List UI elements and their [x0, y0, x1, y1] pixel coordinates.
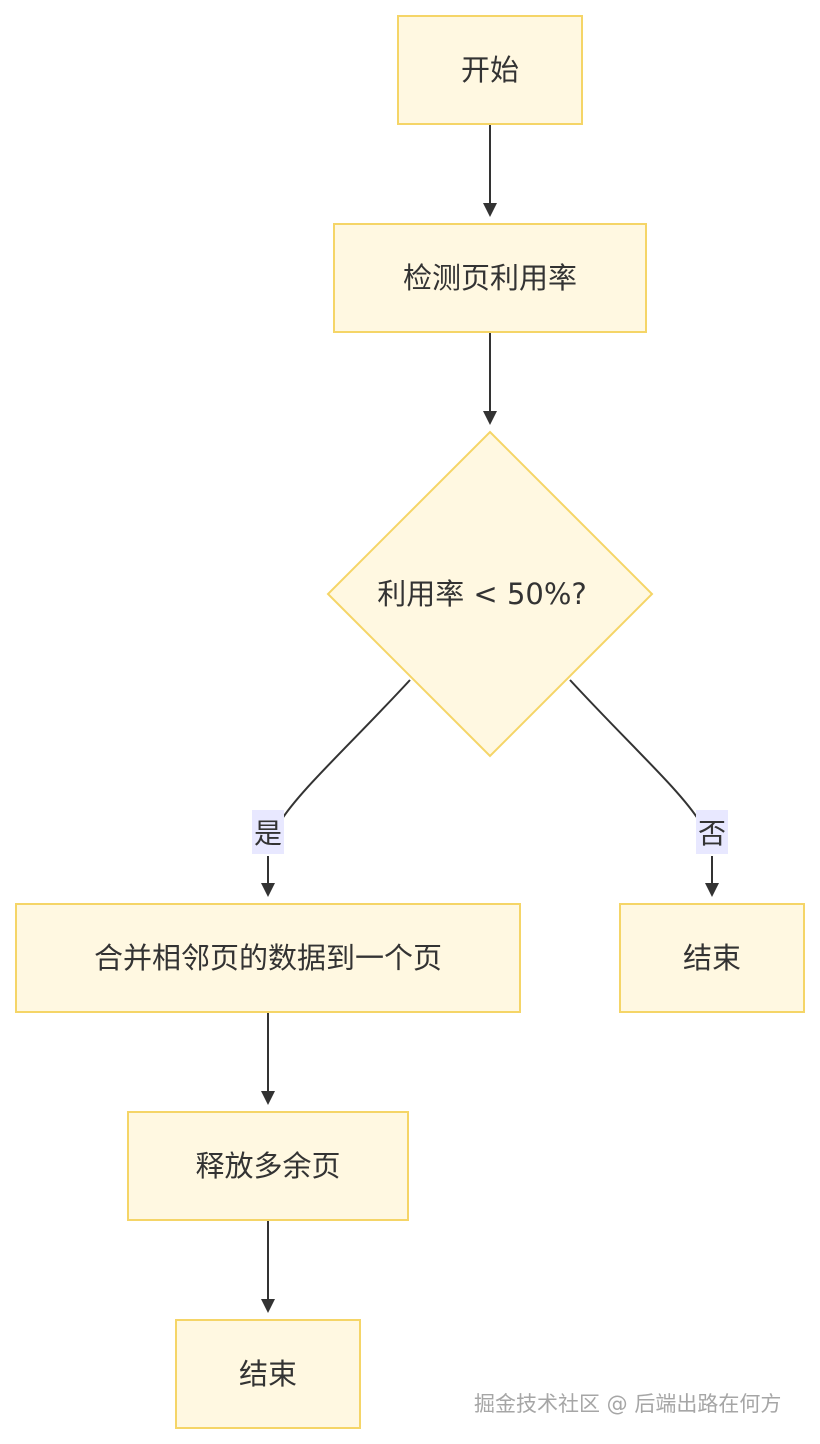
node-decision-utilization: 利用率 < 50%?	[326, 430, 654, 758]
svg-text:检测页利用率: 检测页利用率	[403, 261, 577, 295]
node-check-utilization: 检测页利用率	[333, 223, 647, 333]
edge-decision-no	[569, 679, 701, 823]
edge-label-yes: 是	[252, 810, 284, 854]
svg-text:合并相邻页的数据到一个页: 合并相邻页的数据到一个页	[94, 941, 442, 975]
svg-text:否: 否	[698, 817, 726, 850]
svg-text:是: 是	[254, 817, 282, 850]
node-merge-pages: 合并相邻页的数据到一个页	[15, 903, 521, 1013]
svg-text:结束: 结束	[683, 941, 741, 975]
node-start: 开始	[397, 15, 583, 125]
watermark-text: 掘金技术社区 @ 后端出路在何方	[474, 1392, 782, 1416]
edge-decision-yes	[279, 679, 411, 823]
svg-text:利用率 < 50%?: 利用率 < 50%?	[377, 577, 587, 611]
node-release-pages: 释放多余页	[127, 1111, 409, 1221]
svg-text:释放多余页: 释放多余页	[195, 1149, 340, 1183]
svg-text:结束: 结束	[239, 1357, 297, 1391]
edge-label-no: 否	[696, 810, 728, 854]
svg-text:开始: 开始	[461, 53, 519, 87]
node-end-final: 结束	[175, 1319, 361, 1429]
node-end-no: 结束	[619, 903, 805, 1013]
